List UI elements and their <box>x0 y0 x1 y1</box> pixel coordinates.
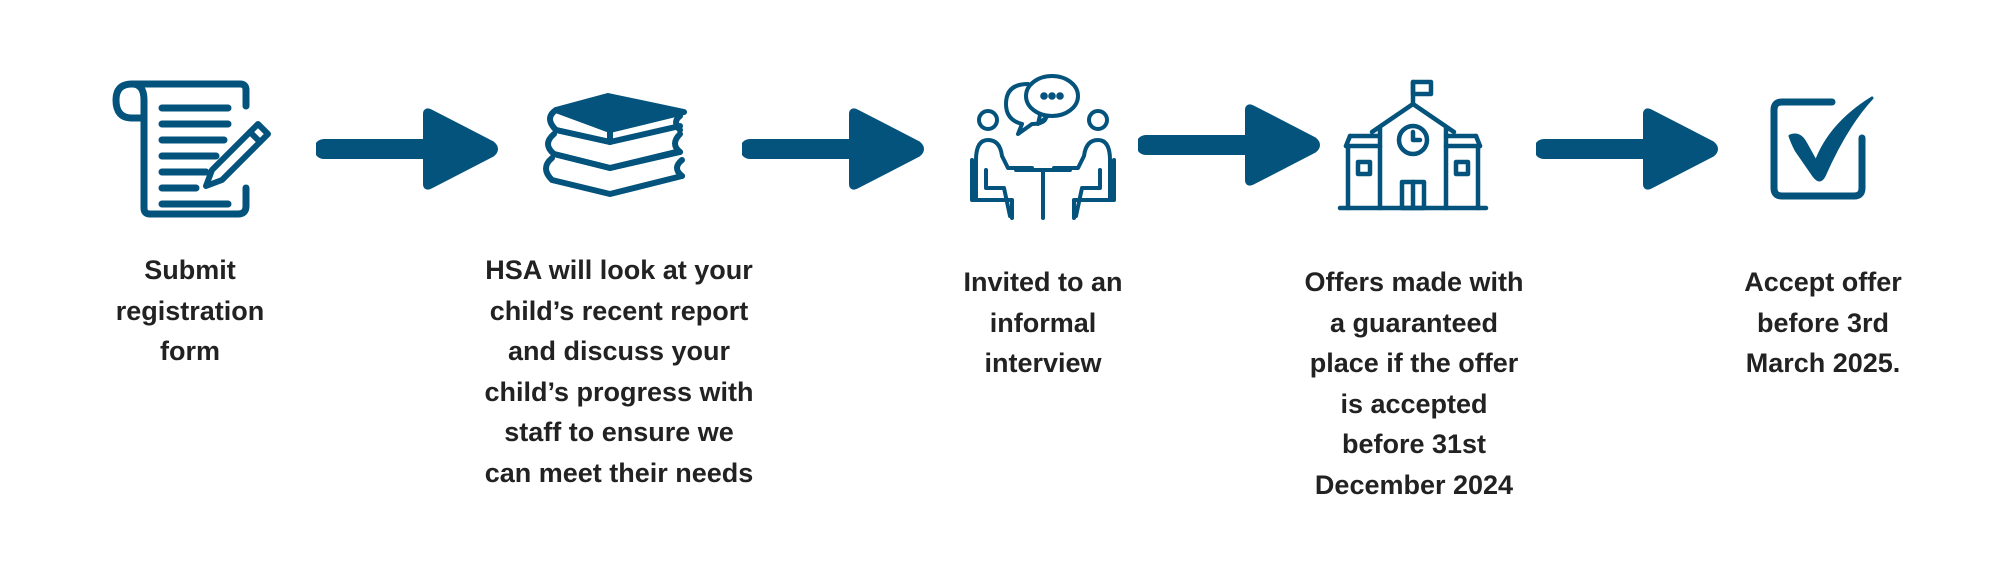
arrow-icon <box>1536 108 1720 190</box>
step-1-line: Submit <box>144 255 236 285</box>
step-2-line: and discuss your <box>507 336 731 366</box>
books-icon <box>540 90 690 205</box>
step-4-line: is accepted <box>1340 388 1488 419</box>
step-5-line: Accept offer <box>1744 267 1902 297</box>
step-2-line: child’s progress with <box>484 376 754 407</box>
step-3-label: Invited to an informal interview <box>963 262 1122 384</box>
step-2-line: child’s recent report <box>489 295 749 326</box>
step-4-line: before 31st <box>1341 429 1487 459</box>
arrow-icon <box>742 108 926 190</box>
step-3-line: interview <box>984 348 1102 378</box>
step-2-line: HSA will look at your <box>485 255 753 285</box>
step-4-label: Offers made with a guaranteed place if t… <box>1304 262 1523 505</box>
step-4-line: a guaranteed <box>1329 307 1499 338</box>
registration-form-icon <box>110 78 271 218</box>
school-icon <box>1337 78 1489 213</box>
step-4-line: Offers made with <box>1304 267 1524 297</box>
arrow-icon <box>1138 104 1322 186</box>
step-3-line: informal <box>989 307 1097 338</box>
step-2-label: HSA will look at your child’s recent rep… <box>484 250 753 493</box>
interview-icon <box>968 70 1118 220</box>
arrow-icon <box>316 108 500 190</box>
step-1-line: form <box>160 336 220 366</box>
step-5-label: Accept offer before 3rd March 2025. <box>1744 262 1902 384</box>
step-5-line: March 2025. <box>1745 348 1901 378</box>
step-4-line: December 2024 <box>1314 469 1514 500</box>
step-4-line: place if the offer <box>1309 348 1519 378</box>
step-5-line: before 3rd <box>1756 307 1890 338</box>
step-1-label: Submit registration form <box>116 250 265 372</box>
step-1-line: registration <box>115 295 265 326</box>
step-2-line: staff to ensure we <box>504 417 734 447</box>
checkbox-icon <box>1768 94 1878 204</box>
step-3-line: Invited to an <box>963 267 1123 297</box>
step-2-line: can meet their needs <box>484 457 754 488</box>
